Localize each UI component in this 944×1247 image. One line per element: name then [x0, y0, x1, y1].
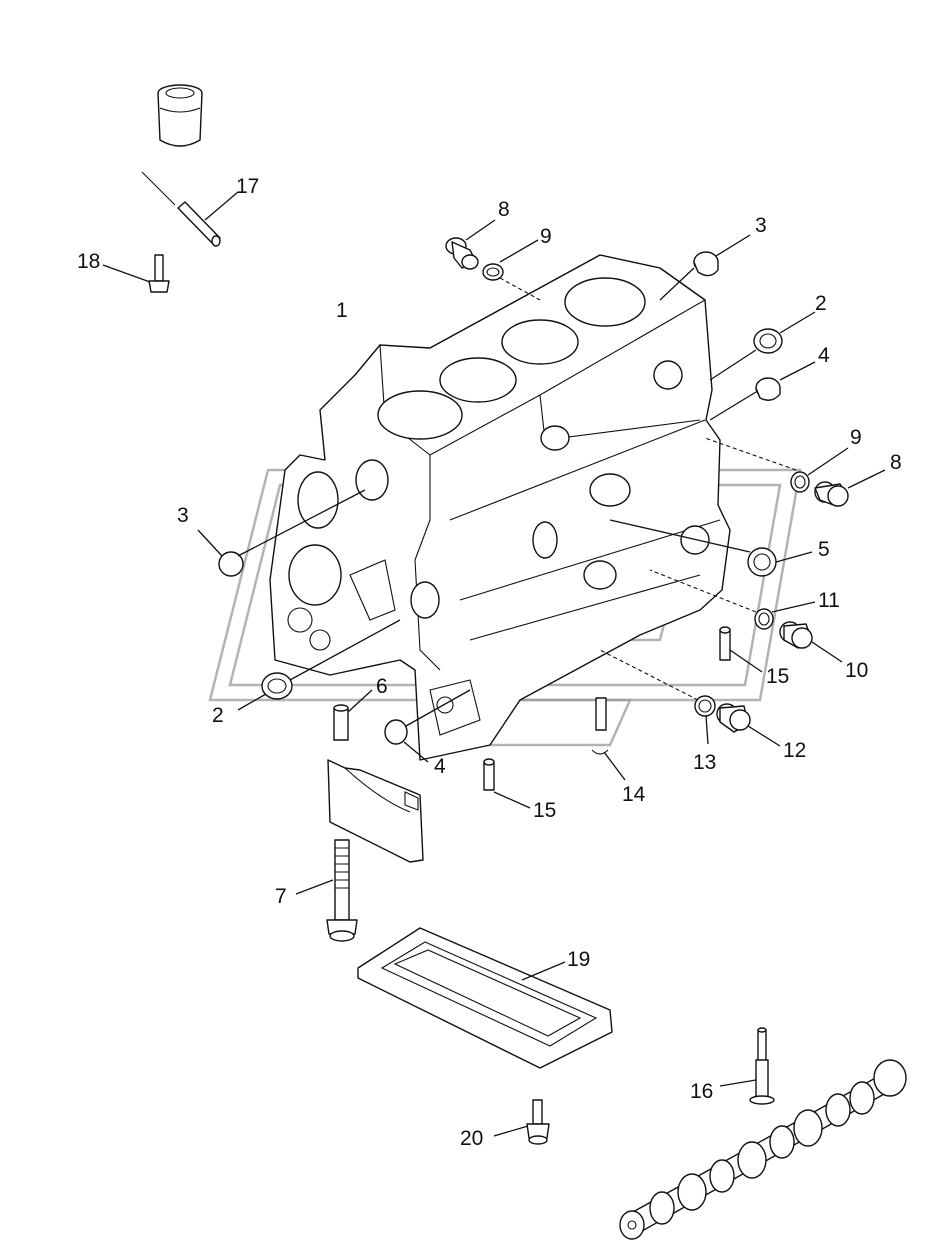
label-19: 19: [567, 948, 590, 971]
label-11: 11: [818, 589, 840, 612]
part-2-left: [237, 619, 401, 711]
part-7: [295, 839, 358, 942]
label-4-right: 4: [818, 344, 830, 367]
part-8-top: [445, 219, 496, 270]
part-20: [493, 1099, 550, 1145]
label-5: 5: [818, 538, 830, 561]
part-9-right: [704, 437, 849, 493]
part-2-right: [709, 311, 816, 381]
label-16: 16: [690, 1080, 713, 1103]
label-3-top: 3: [755, 214, 767, 237]
label-8-top: 8: [498, 198, 510, 221]
label-17: 17: [236, 175, 259, 198]
label-8-right: 8: [890, 451, 902, 474]
part-11: [649, 569, 816, 630]
label-9-top: 9: [540, 225, 552, 248]
label-4-left: 4: [434, 755, 446, 778]
part-17: [177, 191, 239, 247]
label-14: 14: [622, 783, 646, 806]
part-4-right: [709, 361, 816, 421]
part-18: [102, 254, 170, 293]
piston: [141, 84, 203, 206]
part-3-left: [197, 489, 366, 577]
part-3-top: [659, 234, 751, 301]
label-9-right: 9: [850, 426, 862, 449]
label-12: 12: [783, 739, 806, 762]
part-5: [609, 519, 813, 577]
label-1: 1: [336, 299, 348, 322]
label-10: 10: [845, 659, 868, 682]
label-15-right: 15: [766, 665, 789, 688]
part-14: [591, 697, 626, 781]
camshaft: [619, 1059, 907, 1240]
part-9-top: [482, 239, 541, 301]
part-labels: 1 2 2 3 3 4 4 5 6 7 8 8 9 9 10 11 12 13 …: [77, 175, 902, 1150]
label-3-left: 3: [177, 504, 189, 527]
part-19: [357, 927, 613, 1069]
label-15-lower: 15: [533, 799, 556, 822]
part-6: [333, 689, 373, 741]
label-18: 18: [77, 250, 100, 273]
label-7: 7: [275, 885, 287, 908]
part-4-left: [384, 689, 471, 763]
part-15-right: [719, 626, 763, 673]
label-2-right: 2: [815, 292, 827, 315]
part-8-right: [814, 469, 886, 507]
part-15-lower: [483, 758, 531, 809]
label-6: 6: [376, 675, 388, 698]
part-13: [599, 649, 716, 745]
part-12: [716, 703, 781, 747]
label-13: 13: [693, 751, 716, 774]
part-16: [719, 1027, 775, 1105]
label-20: 20: [460, 1127, 483, 1150]
engine-block: [269, 254, 731, 761]
bearing-cap: [327, 759, 424, 863]
part-10: [779, 621, 843, 663]
label-2-left: 2: [212, 704, 224, 727]
